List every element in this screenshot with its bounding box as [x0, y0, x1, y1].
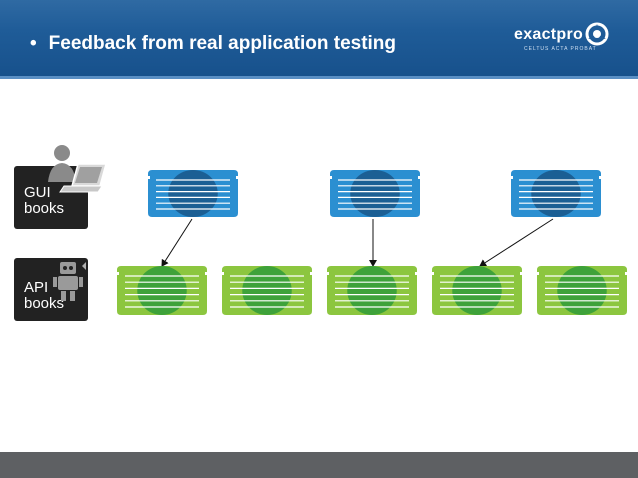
exactpro-mark-icon [585, 22, 609, 46]
slide-footer [0, 452, 638, 478]
api-book [326, 266, 418, 315]
title-bullet: • [30, 33, 37, 54]
api-book [221, 266, 313, 315]
logo-name: exactpro [514, 26, 584, 43]
api-label-line1: API [24, 279, 49, 296]
api-books-label: API books [24, 280, 64, 312]
gui-book [510, 170, 602, 217]
slide-header: •Feedback from real application testing … [0, 0, 638, 76]
header-divider [0, 76, 638, 79]
api-book [431, 266, 523, 315]
link-arrow [161, 218, 193, 267]
logo-tagline: CELTUS ACTA PROBAT [524, 46, 597, 52]
gui-label-line1: GUI [24, 184, 51, 201]
api-book [116, 266, 208, 315]
link-arrow [479, 218, 554, 267]
slide-title: • Feedback from real application testing [30, 33, 396, 55]
person-laptop-icon [48, 145, 107, 193]
exactpro-logo: exactpro CELTUS ACTA PROBAT [514, 22, 614, 60]
gui-book [329, 170, 421, 217]
slide-title-text: Feedback from real application testing [48, 33, 397, 54]
gui-book [147, 170, 239, 217]
books-diagram [116, 170, 628, 315]
api-label-line2: books [24, 295, 65, 312]
robot-icon [53, 262, 86, 301]
gui-label-line2: books [24, 200, 65, 217]
gui-books-label: GUI books [24, 185, 64, 217]
api-book [536, 266, 628, 315]
